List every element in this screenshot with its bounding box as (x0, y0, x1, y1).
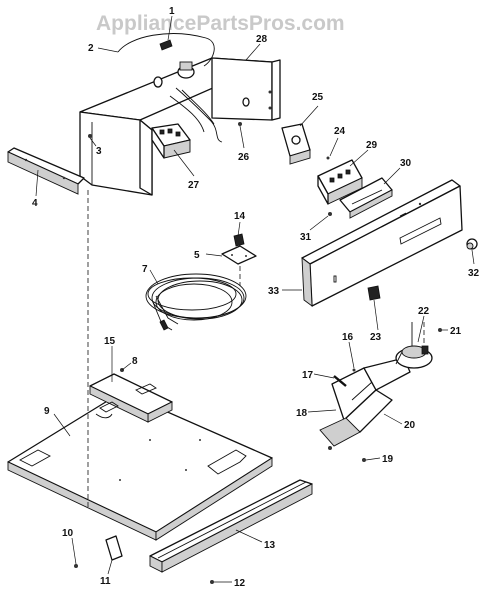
corner-bracket (105, 535, 123, 561)
callout-9: 9 (44, 406, 50, 417)
callout-27: 27 (188, 180, 200, 191)
infinite-switch (281, 123, 330, 165)
screw-26 (238, 122, 242, 126)
callout-2: 2 (88, 43, 94, 54)
callout-13: 13 (264, 540, 276, 551)
callout-3: 3 (96, 146, 102, 157)
power-cord (145, 273, 247, 331)
screw-12 (210, 580, 214, 584)
callouts: 1 2 3 4 5 7 8 9 10 11 12 13 14 15 16 17 … (32, 6, 480, 589)
front-rail (149, 479, 313, 573)
callout-22: 22 (418, 306, 430, 317)
callout-20: 20 (404, 420, 416, 431)
callout-15: 15 (104, 336, 116, 347)
callout-32: 32 (468, 268, 480, 279)
callout-7: 7 (142, 264, 148, 275)
watermark: AppliancePartsPros.com (96, 12, 345, 35)
callout-19: 19 (382, 454, 394, 465)
knob (466, 238, 478, 250)
callout-29: 29 (366, 140, 378, 151)
alignment-lines (87, 190, 425, 508)
callout-26: 26 (238, 152, 250, 163)
callout-25: 25 (312, 92, 324, 103)
callout-18: 18 (296, 408, 308, 419)
plate-clip (233, 233, 245, 247)
callout-23: 23 (370, 332, 382, 343)
screw-19 (362, 458, 366, 462)
callout-28: 28 (256, 34, 268, 45)
trim-strip (7, 147, 85, 195)
leader-lines (35, 15, 475, 583)
callout-5: 5 (194, 250, 200, 261)
screw-16 (352, 368, 356, 372)
upper-housing (79, 57, 281, 196)
hinge-pin (333, 375, 347, 387)
callout-11: 11 (100, 576, 111, 587)
control-bracket (339, 177, 393, 219)
door-switch (395, 322, 433, 369)
callout-12: 12 (234, 578, 246, 589)
terminal-block (151, 123, 191, 159)
screw-24 (326, 156, 330, 160)
callout-17: 17 (302, 370, 314, 381)
callout-21: 21 (450, 326, 462, 337)
callout-4: 4 (32, 198, 38, 209)
screw-31 (328, 212, 332, 216)
callout-10: 10 (62, 528, 74, 539)
mount-plate (221, 245, 257, 265)
bottom-panel (7, 391, 273, 541)
wire-lead (117, 33, 215, 67)
hinge-bracket (319, 357, 411, 450)
callout-24: 24 (334, 126, 346, 137)
callout-31: 31 (300, 232, 312, 243)
top-clip (159, 39, 173, 51)
callout-8: 8 (132, 356, 138, 367)
callout-1: 1 (169, 6, 175, 17)
callout-14: 14 (234, 211, 246, 222)
callout-33: 33 (268, 286, 280, 297)
control-module (317, 159, 363, 205)
small-bracket (367, 285, 381, 301)
screw-21 (438, 328, 442, 332)
control-panel (301, 179, 463, 307)
callout-30: 30 (400, 158, 412, 169)
support-bracket (89, 373, 173, 423)
screw-10 (74, 564, 78, 568)
callout-16: 16 (342, 332, 354, 343)
